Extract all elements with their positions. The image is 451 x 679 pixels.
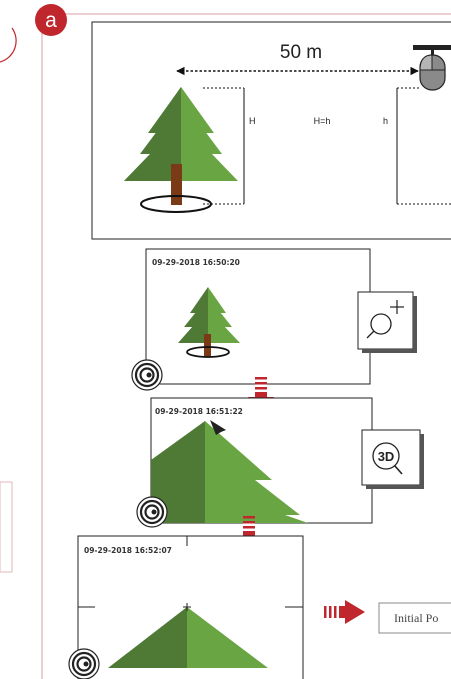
panel-label-badge: a [35, 4, 67, 36]
camera-lens-icon [131, 359, 163, 391]
initial-position-box: Initial Po [378, 602, 451, 634]
capture-frame-1: 09-29-2018 16:50:20 [131, 248, 371, 391]
panel-label: a [45, 9, 57, 32]
top-scene: 50 m H H=h h [91, 21, 451, 240]
tree-small [178, 287, 240, 358]
initial-position-text: Initial Po [394, 611, 438, 625]
camera-lens-icon [136, 496, 168, 528]
tree-height-label: H [249, 116, 256, 126]
frame-1-timestamp: 09-29-2018 16:50:20 [152, 258, 240, 267]
left-panel-circle-remnant [0, 27, 17, 63]
equal-label: H=h [314, 116, 331, 126]
frame-3-timestamp: 09-29-2018 16:52:07 [84, 546, 172, 555]
capture-frame-2: 09-29-2018 16:51:22 [136, 397, 373, 528]
right-arrow-icon [324, 600, 365, 624]
left-panel-box-remnant [0, 481, 13, 573]
svg-text:3D: 3D [378, 449, 395, 464]
camera-lens-icon [68, 648, 100, 679]
zoom-in-icon [357, 291, 417, 353]
frame-1-border [145, 248, 371, 385]
cursor-arrow-icon [210, 420, 226, 435]
capture-frame-3: 09-29-2018 16:52:07 [68, 535, 304, 679]
distance-label: 50 m [280, 42, 322, 63]
measured-height-label: h [383, 116, 388, 126]
mouse-icon [413, 45, 451, 91]
3d-zoom-icon: 3D [361, 429, 424, 489]
tree-large [124, 87, 238, 213]
frame-2-timestamp: 09-29-2018 16:51:22 [155, 407, 243, 416]
